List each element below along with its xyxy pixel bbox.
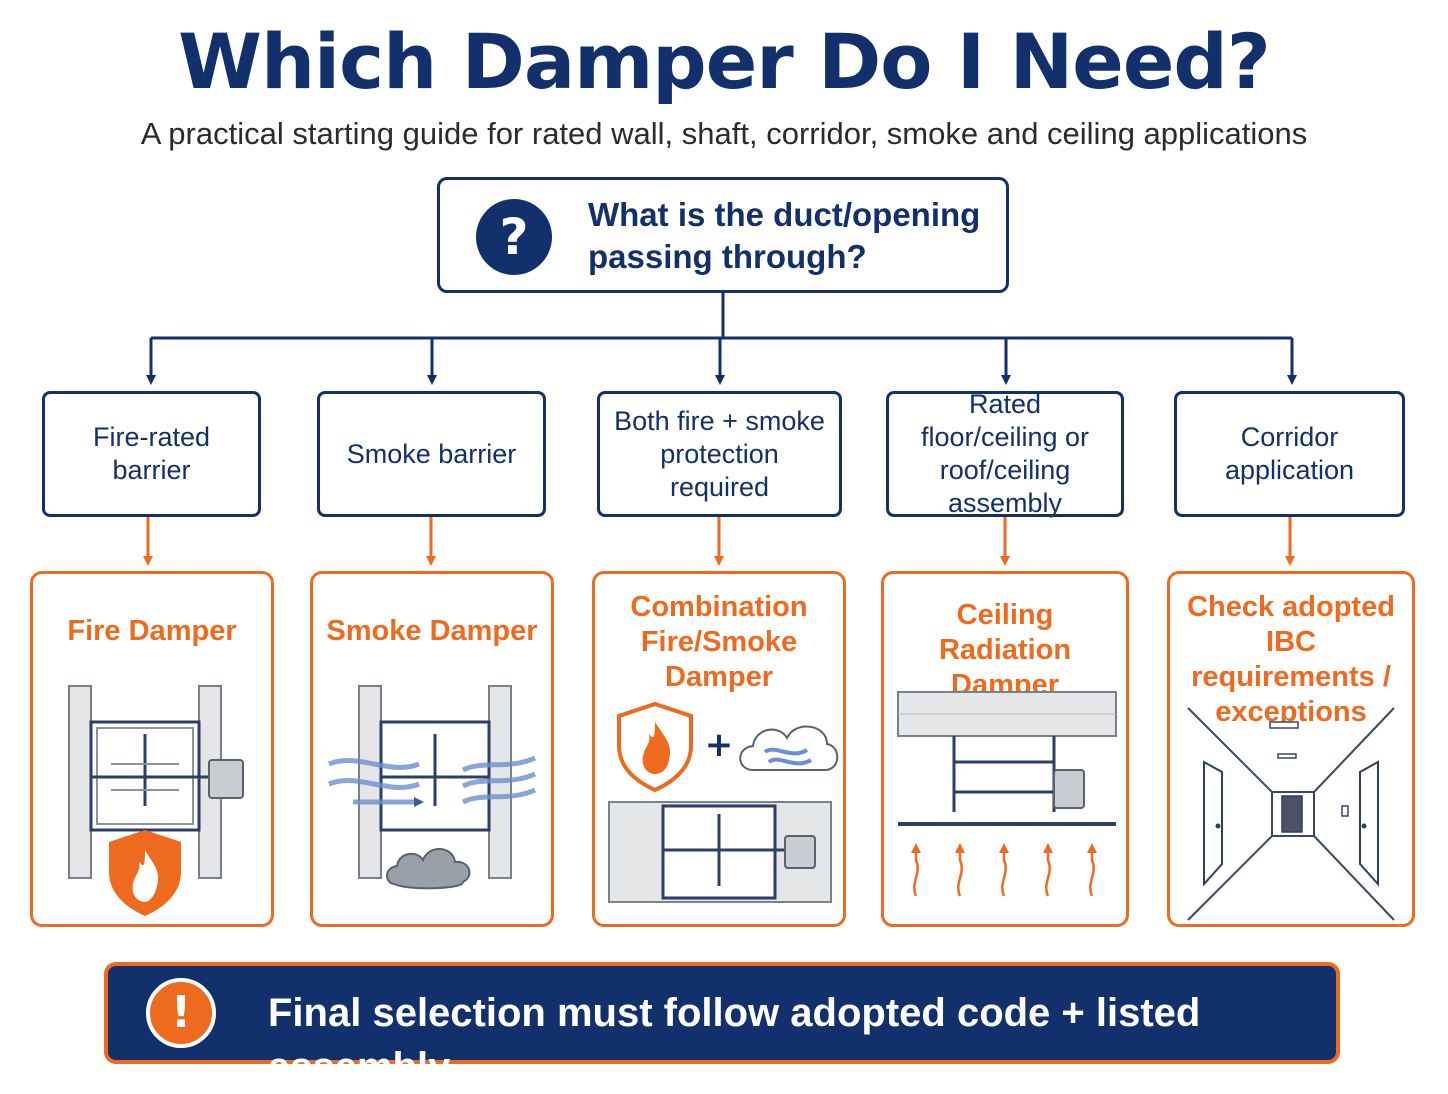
ceiling-radiation-damper-illustration — [897, 691, 1117, 897]
result-ceiling-radiation-damper: Ceiling Radiation Damper — [881, 571, 1129, 927]
result-combination-damper: Combination Fire/Smoke Damper + — [592, 571, 846, 927]
exclamation-icon: ! — [146, 978, 216, 1048]
result-title: Check adopted IBC requirements / excepti… — [1187, 591, 1395, 728]
svg-text:+: + — [705, 725, 734, 765]
question-text: What is the duct/opening passing through… — [588, 196, 981, 275]
result-smoke-damper: Smoke Damper — [310, 571, 554, 927]
combination-damper-illustration: + — [608, 701, 839, 903]
smoke-damper-illustration — [328, 685, 537, 890]
final-note-text: Final selection must follow adopted code… — [268, 991, 1201, 1089]
page-title: Which Damper Do I Need? — [178, 17, 1271, 106]
condition-fire-smoke: Both fire + smoke protection required — [597, 391, 842, 517]
result-corridor: Check adopted IBC requirements / excepti… — [1167, 571, 1415, 927]
condition-smoke-barrier: Smoke barrier — [317, 391, 546, 517]
page-subtitle: A practical starting guide for rated wal… — [140, 116, 1308, 151]
result-title: Combination Fire/Smoke Damper — [630, 591, 808, 693]
question-box: ? What is the duct/opening passing throu… — [437, 177, 1009, 293]
result-title: Smoke Damper — [326, 615, 538, 647]
result-title: Fire Damper — [67, 615, 237, 647]
fire-damper-illustration — [68, 685, 244, 916]
condition-floor-ceiling: Rated floor/ceiling or roof/ceiling asse… — [886, 389, 1124, 518]
result-title: Ceiling Radiation Damper — [938, 599, 1072, 701]
corridor-illustration — [1187, 707, 1395, 921]
condition-fire-rated-barrier: Fire-rated barrier — [42, 391, 261, 517]
question-mark-icon: ? — [476, 199, 552, 275]
result-fire-damper: Fire Damper — [30, 571, 274, 927]
final-note-banner: ! Final selection must follow adopted co… — [104, 962, 1340, 1089]
condition-corridor: Corridor application — [1174, 391, 1405, 517]
